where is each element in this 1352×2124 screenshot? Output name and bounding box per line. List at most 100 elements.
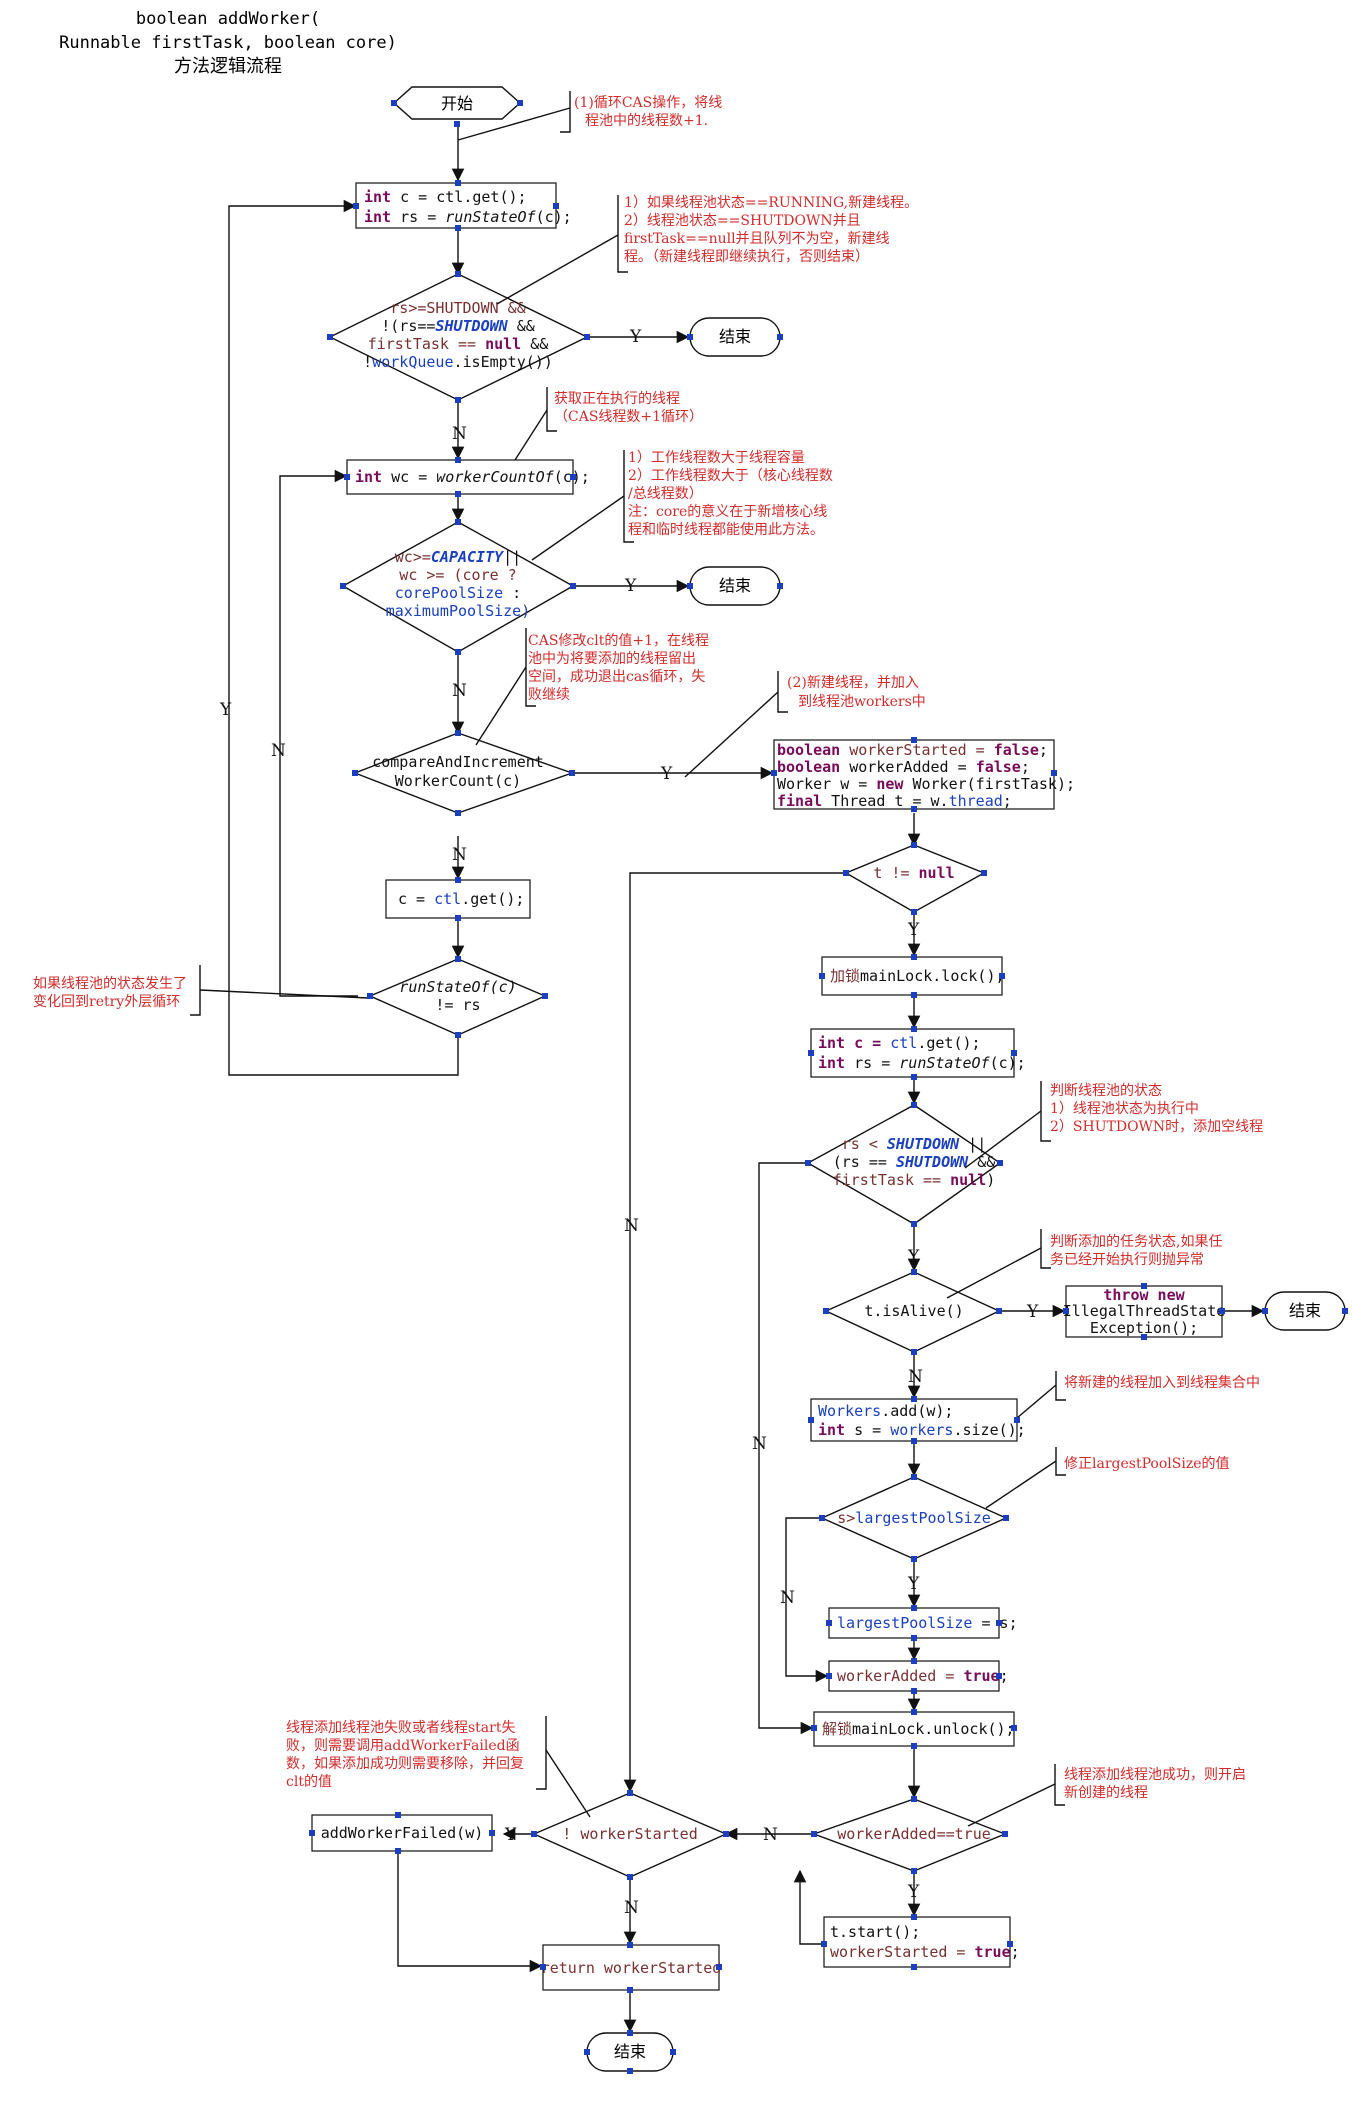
svg-text:addWorkerFailed(w): addWorkerFailed(w) <box>321 1824 484 1842</box>
svg-text:s>largestPoolSize: s>largestPoolSize <box>837 1509 991 1527</box>
svg-text:firstTask == null): firstTask == null) <box>833 1171 996 1189</box>
edge-label-y: Y <box>907 1247 920 1267</box>
note-get-running-threads: 获取正在执行的线程 （CAS线程数+1循环） <box>514 387 703 461</box>
svg-text:Worker w = new Worker(firstTas: Worker w = new Worker(firstTask); <box>777 775 1075 793</box>
edge-label-n: N <box>452 681 467 701</box>
edge-label-n: N <box>780 1588 795 1608</box>
decision-runstate-changed: runStateOf(c) != rs <box>368 958 547 1036</box>
svg-text:(1)循环CAS操作，将线: (1)循环CAS操作，将线 <box>574 95 722 111</box>
connection-handles <box>309 100 1348 2074</box>
svg-text:boolean workerAdded = false;: boolean workerAdded = false; <box>777 758 1030 776</box>
thread-start-box: t.start(); workerStarted = true; <box>823 1916 1020 1968</box>
diagram-title: boolean addWorker( Runnable firstTask, b… <box>59 9 397 77</box>
svg-text:t != null: t != null <box>873 864 954 882</box>
svg-text:程。（新建线程即继续执行，否则结束）: 程。（新建线程即继续执行，否则结束） <box>624 248 869 265</box>
end-terminal-3: 结束 <box>1264 1291 1346 1331</box>
svg-text:/总线程数）: /总线程数） <box>628 486 703 502</box>
svg-text:final Thread t = w.thread;: final Thread t = w.thread; <box>777 792 1012 810</box>
worker-count-box: int wc = workerCountOf(c); <box>346 459 590 495</box>
svg-text:int c = ctl.get();: int c = ctl.get(); <box>818 1034 981 1052</box>
edge-label-n: N <box>752 1434 767 1454</box>
svg-text:2）工作线程数大于（核心线程数: 2）工作线程数大于（核心线程数 <box>628 468 833 484</box>
svg-text:int rs = runStateOf(c);: int rs = runStateOf(c); <box>818 1054 1026 1072</box>
decision-thread-alive: t.isAlive() <box>824 1271 1001 1353</box>
note-cas-modify-ctl: CAS修改clt的值+1，在线程 池中为将要添加的线程留出 空间，成功退出cas… <box>475 628 709 746</box>
svg-text:程和临时线程都能使用此方法。: 程和临时线程都能使用此方法。 <box>628 521 824 538</box>
svg-text:rs>=SHUTDOWN &&: rs>=SHUTDOWN && <box>390 299 525 317</box>
edge-label-y: Y <box>219 700 232 720</box>
svg-text:解锁mainLock.unlock();: 解锁mainLock.unlock(); <box>822 1720 1015 1738</box>
decision-largest-pool-size: s>largestPoolSize <box>820 1476 1008 1560</box>
decision-not-worker-started: ! workerStarted <box>532 1792 728 1878</box>
svg-text:空间，成功退出cas循环，失: 空间，成功退出cas循环，失 <box>528 669 705 685</box>
edge-label-n: N <box>624 1898 639 1918</box>
svg-text:2）SHUTDOWN时，添加空线程: 2）SHUTDOWN时，添加空线程 <box>1050 1119 1263 1135</box>
svg-text:c = ctl.get();: c = ctl.get(); <box>398 890 524 908</box>
svg-text:1）如果线程池状态==RUNNING,新建线程。: 1）如果线程池状态==RUNNING,新建线程。 <box>624 195 918 211</box>
edge-label-y: Y <box>624 576 637 596</box>
main-unlock-box: 解锁mainLock.unlock(); <box>813 1711 1015 1747</box>
svg-text:(2)新建线程，并加入: (2)新建线程，并加入 <box>787 675 919 691</box>
edge-label-y: Y <box>1026 1302 1039 1322</box>
svg-text:获取正在执行的线程: 获取正在执行的线程 <box>554 391 680 407</box>
svg-text:rs < SHUTDOWN ||: rs < SHUTDOWN || <box>842 1135 987 1153</box>
svg-text:线程添加线程池失败或者线程start失: 线程添加线程池失败或者线程start失 <box>286 1720 515 1736</box>
svg-text:Exception();: Exception(); <box>1090 1319 1198 1337</box>
svg-text:务已经开始执行则抛异常: 务已经开始执行则抛异常 <box>1050 1252 1204 1268</box>
svg-text:return workerStarted: return workerStarted <box>541 1959 722 1977</box>
note-add-to-set: 将新建的线程加入到线程集合中 <box>1016 1371 1260 1419</box>
svg-text:clt的值: clt的值 <box>286 1774 332 1790</box>
svg-text:throw new: throw new <box>1103 1286 1185 1304</box>
ctl-reread-box: c = ctl.get(); <box>385 879 531 919</box>
svg-text:2）线程池状态==SHUTDOWN并且: 2）线程池状态==SHUTDOWN并且 <box>624 213 861 229</box>
svg-text:firstTask==null并且队列不为空，新建线: firstTask==null并且队列不为空，新建线 <box>624 231 890 247</box>
return-box: return workerStarted <box>541 1944 722 1991</box>
note-task-state: 判断添加的任务状态,如果任 务已经开始执行则抛异常 <box>946 1229 1222 1299</box>
edge-label-y: Y <box>907 1574 920 1594</box>
decision-capacity-check: wc>=CAPACITY|| wc >= (core ? corePoolSiz… <box>341 521 575 653</box>
annotation-notes: (1)循环CAS操作，将线 程池中的线程数+1. 1）如果线程池状态==RUNN… <box>33 91 1263 1827</box>
svg-text:注：core的意义在于新增核心线: 注：core的意义在于新增核心线 <box>628 503 827 520</box>
svg-text:池中为将要添加的线程留出: 池中为将要添加的线程留出 <box>528 651 696 667</box>
svg-text:wc >= (core ?: wc >= (core ? <box>399 566 516 584</box>
note-add-failed: 线程添加线程池失败或者线程start失 败，则需要调用addWorkerFail… <box>286 1716 591 1818</box>
svg-text:runStateOf(c): runStateOf(c) <box>399 978 516 996</box>
start-terminal: 开始 <box>392 86 522 120</box>
svg-text:判断添加的任务状态,如果任: 判断添加的任务状态,如果任 <box>1050 1234 1222 1250</box>
svg-text:到线程池workers中: 到线程池workers中 <box>798 694 926 710</box>
svg-text:Workers.add(w);: Workers.add(w); <box>818 1402 953 1420</box>
edge-label-n: N <box>271 741 286 761</box>
svg-text:（CAS线程数+1循环）: （CAS线程数+1循环） <box>554 409 703 425</box>
title-line-3: 方法逻辑流程 <box>174 56 282 77</box>
svg-text:int wc = workerCountOf(c);: int wc = workerCountOf(c); <box>355 468 590 486</box>
svg-text:新创建的线程: 新创建的线程 <box>1064 1785 1148 1801</box>
main-lock-box: 加锁mainLock.lock(); <box>821 956 1005 996</box>
workers-add-box: Workers.add(w); int s = workers.size(); <box>810 1398 1026 1442</box>
svg-text:wc>=CAPACITY||: wc>=CAPACITY|| <box>395 548 521 566</box>
svg-text:1）线程池状态为执行中: 1）线程池状态为执行中 <box>1050 1101 1199 1117</box>
add-worker-failed-box: addWorkerFailed(w) <box>311 1814 493 1852</box>
svg-text:workerStarted = true;: workerStarted = true; <box>830 1943 1020 1961</box>
edge-label-y: Y <box>907 1882 920 1902</box>
decision-worker-added: workerAdded==true <box>811 1798 1007 1872</box>
svg-text:(rs == SHUTDOWN &&: (rs == SHUTDOWN && <box>833 1153 996 1171</box>
note-start-thread: 线程添加线程池成功，则开启 新创建的线程 <box>967 1764 1246 1827</box>
end-terminal-4: 结束 <box>586 2032 674 2072</box>
svg-text:compareAndIncrement: compareAndIncrement <box>372 753 544 771</box>
note-capacity-rules: 1）工作线程数大于线程容量 2）工作线程数大于（核心线程数 /总线程数） 注：c… <box>531 449 833 561</box>
throw-exception-box: throw new IllegalThreadState Exception()… <box>1063 1285 1225 1338</box>
note-state-changed-retry: 如果线程池的状态发生了 变化回到retry外层循环 <box>33 965 369 1016</box>
title-line-1: boolean addWorker( <box>136 9 320 29</box>
svg-text:判断线程池的状态: 判断线程池的状态 <box>1050 1083 1162 1099</box>
edge-label-n: N <box>624 1216 639 1236</box>
svg-text:workerAdded==true: workerAdded==true <box>837 1825 991 1843</box>
edge-label-y: Y <box>660 764 673 784</box>
svg-text:largestPoolSize = s;: largestPoolSize = s; <box>837 1614 1018 1632</box>
edge-label-n: N <box>763 1825 778 1845</box>
edge-labels: Y Y N N N Y Y N Y Y Y N Y N N N Y N Y N <box>219 327 1039 1918</box>
svg-text:程池中的线程数+1.: 程池中的线程数+1. <box>585 113 708 129</box>
svg-text:将新建的线程加入到线程集合中: 将新建的线程加入到线程集合中 <box>1064 1374 1260 1391</box>
ctl-get-box: int c = ctl.get(); int rs = runStateOf(c… <box>355 182 572 229</box>
